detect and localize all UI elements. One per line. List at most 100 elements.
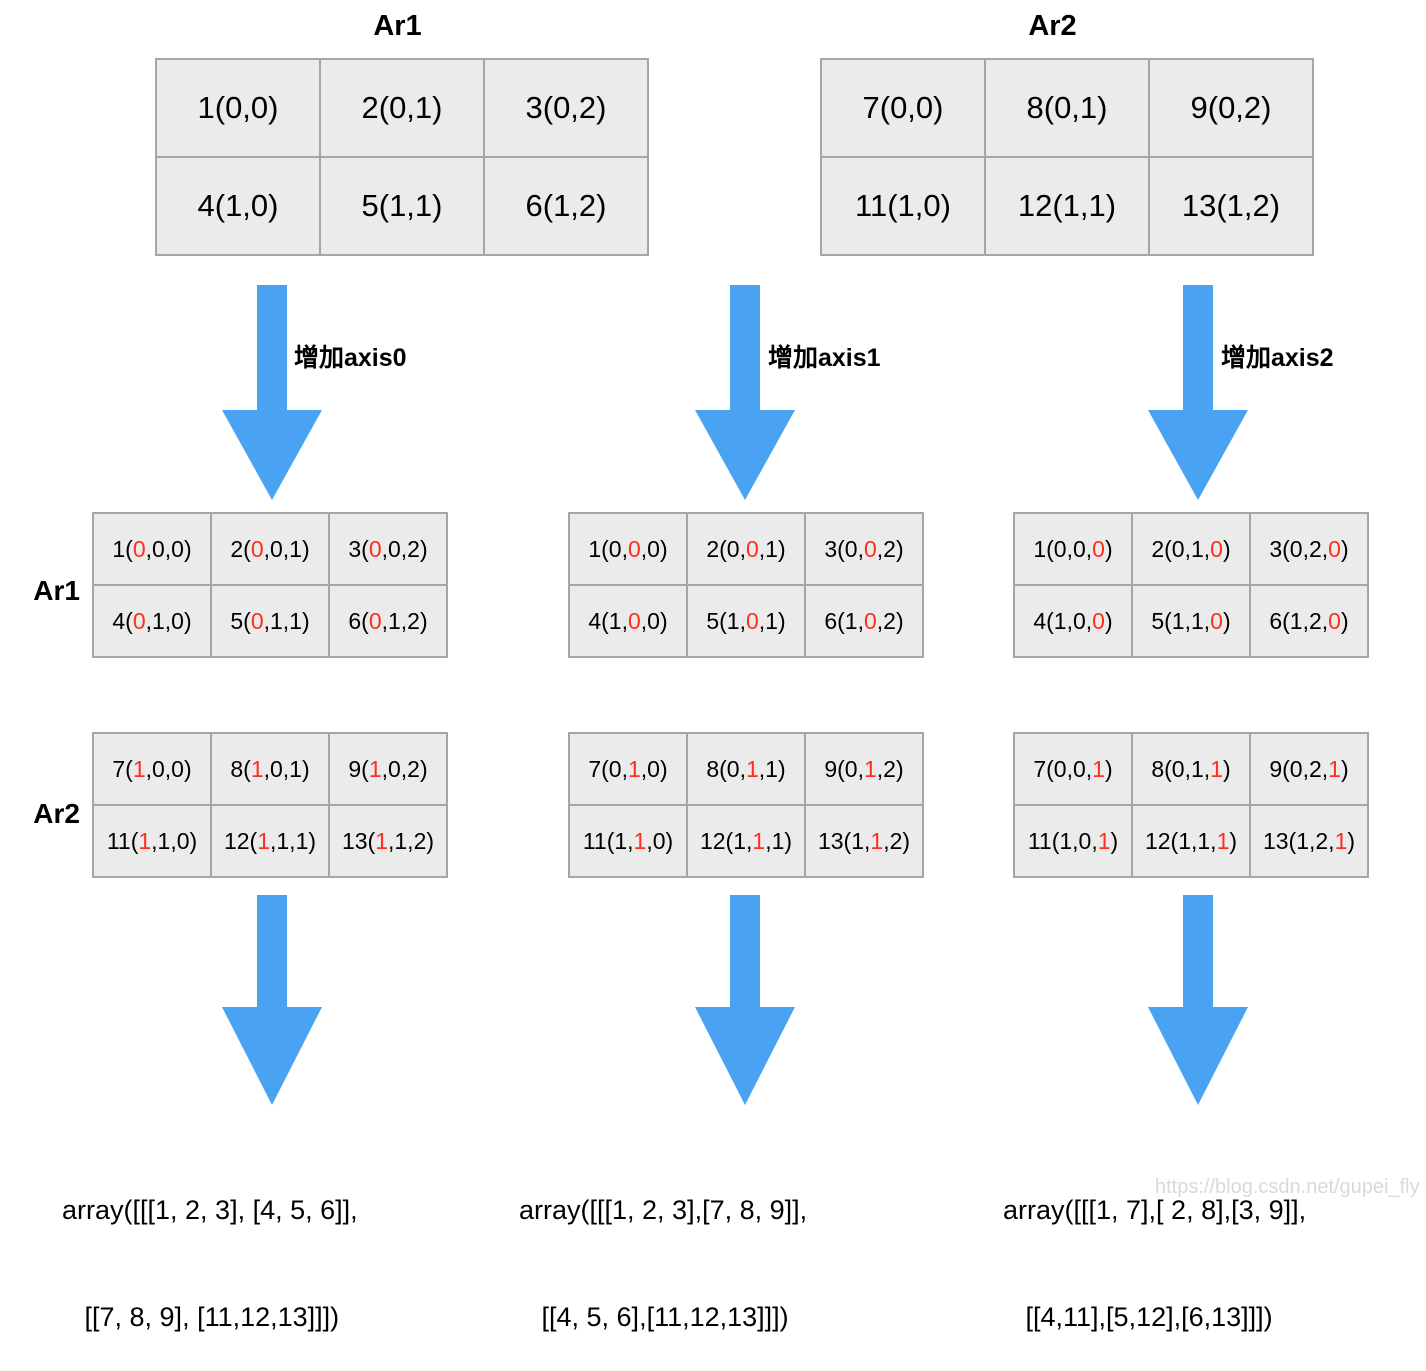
table-row: 7(1,0,0) 8(1,0,1) 9(1,0,2) <box>92 732 448 806</box>
cell-highlight: 1 <box>1210 755 1223 782</box>
matrix-cell: 8(0,1) <box>984 58 1150 158</box>
cell-post: ,1) <box>765 827 793 854</box>
arrow-label-axis0: 增加axis0 <box>294 344 407 372</box>
cell-pre: 11(1, <box>582 827 634 854</box>
matrix-cell: 6(1,2) <box>483 156 649 256</box>
cell-pre: 5(1, <box>706 607 746 634</box>
cell-post: ) <box>1340 535 1349 562</box>
table-row: 1(0,0,0) 2(0,0,1) 3(0,0,2) <box>568 512 924 586</box>
cell-highlight: 1 <box>1328 755 1341 782</box>
cell-post: ) <box>1104 607 1113 634</box>
cell-pre: 9(0, <box>824 755 864 782</box>
table-row: 1(0,0,0) 2(0,0,1) 3(0,0,2) <box>92 512 448 586</box>
cell-post: ) <box>1104 755 1113 782</box>
cell-pre: 4(1, <box>588 607 628 634</box>
cell-pre: 1( <box>112 535 133 562</box>
matrix-cell: 5(1,1,0) <box>1131 584 1251 658</box>
cell-post: ,1,0) <box>151 827 198 854</box>
arrow-down-axis2 <box>1148 285 1248 500</box>
arrow-down-axis0 <box>222 285 322 500</box>
cell-pre: 2(0, <box>706 535 746 562</box>
cell-pre: 11( <box>106 827 139 854</box>
matrix-cell: 11(1,0) <box>820 156 986 256</box>
cell-highlight: 0 <box>368 607 382 634</box>
matrix-cell: 3(0,0,2) <box>328 512 448 586</box>
cell-highlight: 0 <box>628 535 641 562</box>
output-array-axis2: array([[[1, 7],[ 2, 8],[3, 9]], [[4,11],… <box>1003 1122 1306 1371</box>
cell-pre: 12(1,1, <box>1144 827 1217 854</box>
cell-post: ) <box>1104 535 1113 562</box>
matrix-cell: 13(1,2,1) <box>1249 804 1369 878</box>
cell-pre: 3(0, <box>824 535 864 562</box>
cell-post: ,0,2) <box>381 755 428 782</box>
cell-highlight: 1 <box>1097 827 1111 854</box>
cell-highlight: 0 <box>1328 535 1341 562</box>
cell-post: ,1,0) <box>145 607 192 634</box>
matrix-cell: 1(0,0,0) <box>92 512 212 586</box>
cell-post: ,0,1) <box>263 535 310 562</box>
matrix-cell: 3(0,2) <box>483 58 649 158</box>
cell-pre: 8(0, <box>706 755 746 782</box>
cell-pre: 13(1, <box>817 827 871 854</box>
cell-pre: 4( <box>112 607 133 634</box>
cell-post: ,1) <box>758 607 786 634</box>
cell-highlight: 1 <box>628 755 641 782</box>
arrow-down-result-axis0 <box>222 895 322 1105</box>
cell-pre: 9( <box>348 755 369 782</box>
cell-highlight: 1 <box>375 827 388 854</box>
row-label-ar1: Ar1 <box>33 575 80 606</box>
cell-pre: 2( <box>230 535 251 562</box>
cell-highlight: 0 <box>1092 535 1105 562</box>
table-row: 11( 1 ,1,0) 12(1,1,1) 13(1,1,2) <box>92 804 448 878</box>
cell-pre: 7( <box>112 755 133 782</box>
cell-pre: 1(0,0, <box>1033 535 1093 562</box>
matrix-cell: 13(1,1,2) <box>328 804 448 878</box>
matrix-cell: 11(1,0,1) <box>1013 804 1133 878</box>
cell-highlight: 0 <box>746 607 759 634</box>
row-label-ar2: Ar2 <box>33 798 80 829</box>
cell-pre: 12(1, <box>699 827 753 854</box>
cell-highlight: 0 <box>250 607 264 634</box>
matrix-cell: 7(0,0) <box>820 58 986 158</box>
ar1-axis1-matrix: 1(0,0,0) 2(0,0,1) 3(0,0,2) 4(1,0,0) 5(1,… <box>568 512 924 658</box>
matrix-cell: 6(1,2,0) <box>1249 584 1369 658</box>
table-row: 4(1,0,0) 5(1,1,0) 6(1,2,0) <box>1013 584 1369 658</box>
cell-post: ,0,0) <box>145 535 192 562</box>
cell-highlight: 0 <box>1210 535 1223 562</box>
table-row: 11(1,0) 12(1,1) 13(1,2) <box>820 156 1314 256</box>
cell-highlight: 0 <box>1092 607 1105 634</box>
matrix-cell: 4(1,0,0) <box>1013 584 1133 658</box>
matrix-cell: 13(1,1,2) <box>804 804 924 878</box>
table-row: 4(1,0,0) 5(1,0,1) 6(1,0,2) <box>568 584 924 658</box>
cell-pre: 13( <box>341 827 376 854</box>
matrix-cell: 7(0,1,0) <box>568 732 688 806</box>
matrix-cell: 1(0,0,0) <box>1013 512 1133 586</box>
output-line: [[4, 5, 6],[11,12,13]]]) <box>519 1302 789 1333</box>
cell-post: ,2) <box>876 755 904 782</box>
cell-post: ) <box>1340 755 1349 782</box>
cell-pre: 8(0,1, <box>1151 755 1211 782</box>
table-row: 4(1,0) 5(1,1) 6(1,2) <box>155 156 649 256</box>
matrix-cell: 7(1,0,0) <box>92 732 212 806</box>
matrix-cell: 7(0,0,1) <box>1013 732 1133 806</box>
matrix-cell: 2(0,1,0) <box>1131 512 1251 586</box>
matrix-cell: 12(1,1,1) <box>210 804 330 878</box>
cell-pre: 11(1,0, <box>1027 827 1098 854</box>
cell-highlight: 0 <box>746 535 759 562</box>
table-row: 11(1,1,0) 12(1,1,1) 13(1,1,2) <box>568 804 924 878</box>
cell-post: ,0) <box>640 535 668 562</box>
matrix-cell: 4(1,0) <box>155 156 321 256</box>
cell-highlight: 0 <box>1328 607 1341 634</box>
cell-post: ,0) <box>640 607 668 634</box>
cell-post: ,2) <box>883 827 911 854</box>
cell-pre: 8( <box>230 755 251 782</box>
cell-post: ,0,1) <box>263 755 310 782</box>
ar1-source-matrix: 1(0,0) 2(0,1) 3(0,2) 4(1,0) 5(1,1) 6(1,2… <box>155 58 649 256</box>
arrow-label-axis1: 增加axis1 <box>768 344 881 372</box>
matrix-cell: 2(0,0,1) <box>210 512 330 586</box>
ar2-axis0-matrix: 7(1,0,0) 8(1,0,1) 9(1,0,2) 11( 1 ,1,0) 12(… <box>92 732 448 878</box>
matrix-cell: 3(0,2,0) <box>1249 512 1369 586</box>
cell-highlight: 0 <box>132 607 146 634</box>
cell-highlight: 0 <box>132 535 146 562</box>
cell-highlight: 1 <box>633 827 647 854</box>
